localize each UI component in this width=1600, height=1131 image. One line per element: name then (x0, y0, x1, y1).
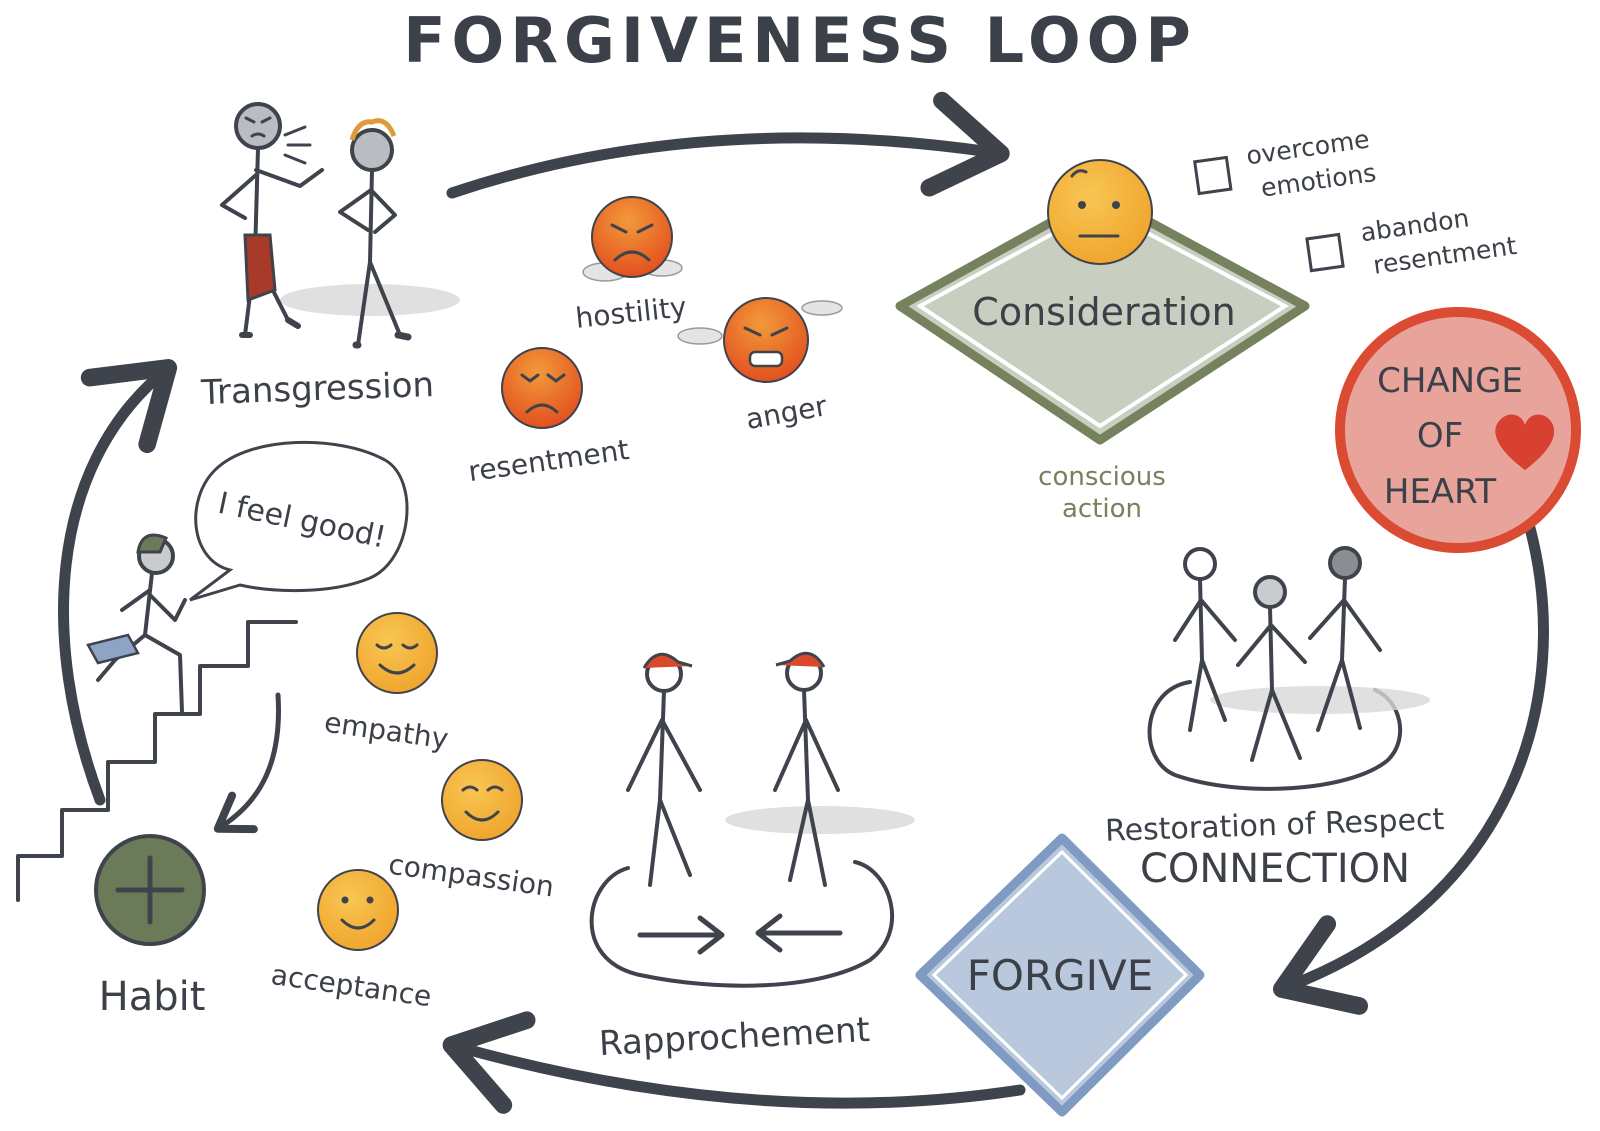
consideration-node: Consideration (895, 159, 1310, 445)
checklist-item: overcome emotions (1193, 124, 1378, 203)
compassion-face-icon (441, 759, 523, 841)
compassion-label: compassion (387, 848, 557, 904)
forgive-node: FORGIVE (915, 833, 1205, 1117)
transgression-figures (220, 102, 460, 349)
positive-emotions: empathy compassion acceptance (269, 612, 557, 1013)
anger-label: anger (743, 389, 829, 436)
node-habit-label: Habit (99, 974, 206, 1020)
change-of-heart-line1: CHANGE (1377, 361, 1523, 401)
anger-face-icon (677, 297, 843, 383)
checklist-item: abandon resentment (1305, 203, 1519, 280)
resentment-face-icon (501, 347, 583, 429)
node-rapprochement-label: Rapprochement (598, 1010, 871, 1064)
arrow-forgive-to-habit (442, 1011, 1026, 1114)
hostility-face-icon (582, 196, 683, 282)
conscious-action-line1: conscious (1038, 462, 1166, 492)
change-of-heart-line2: OF (1417, 416, 1463, 456)
node-consideration-label: Consideration (972, 290, 1235, 334)
acceptance-face-icon (317, 869, 399, 951)
node-connection-label: CONNECTION (1140, 846, 1410, 892)
negative-emotions: hostility anger resentment (466, 196, 843, 488)
node-forgive-label: FORGIVE (967, 951, 1154, 1000)
page-title: FORGIVENESS LOOP (403, 4, 1197, 77)
node-transgression-label: Transgression (200, 365, 435, 413)
plus-icon (115, 855, 185, 925)
arrow-habit-to-transgression (58, 359, 178, 806)
victim-figure (338, 118, 412, 349)
change-of-heart-node: CHANGE OF HEART (1335, 307, 1581, 553)
checkbox-icon[interactable] (1193, 155, 1233, 196)
neutral-face-icon (1047, 159, 1153, 265)
acceptance-label: acceptance (269, 958, 433, 1013)
arrow-right-icon (637, 915, 725, 955)
arrow-left-icon (755, 913, 843, 953)
checklist: overcome emotions abandon resentment (1193, 124, 1519, 280)
runner-figure (86, 533, 187, 714)
change-of-heart-line3: HEART (1384, 472, 1496, 512)
habit-stairs: I feel good! (16, 440, 409, 902)
loop-arrows (58, 91, 1549, 1114)
habit-node (94, 834, 206, 946)
empathy-face-icon (356, 612, 438, 694)
empathy-label: empathy (322, 706, 450, 756)
resentment-label: resentment (466, 433, 631, 488)
checkbox-icon[interactable] (1305, 232, 1345, 273)
arrow-transgression-to-consideration (446, 91, 1010, 199)
hostility-label: hostility (574, 290, 688, 334)
conscious-action-line2: action (1062, 494, 1142, 524)
restoration-figures (1147, 546, 1430, 791)
node-restoration-label: Restoration of Respect (1105, 802, 1445, 849)
speech-bubble: I feel good! (189, 440, 409, 602)
arrow-to-habit (213, 692, 281, 834)
aggressor-figure (220, 102, 324, 338)
heart-icon (1495, 414, 1555, 470)
arrow-change-to-forgive (1272, 522, 1549, 1015)
rapprochement-figures (589, 651, 915, 988)
